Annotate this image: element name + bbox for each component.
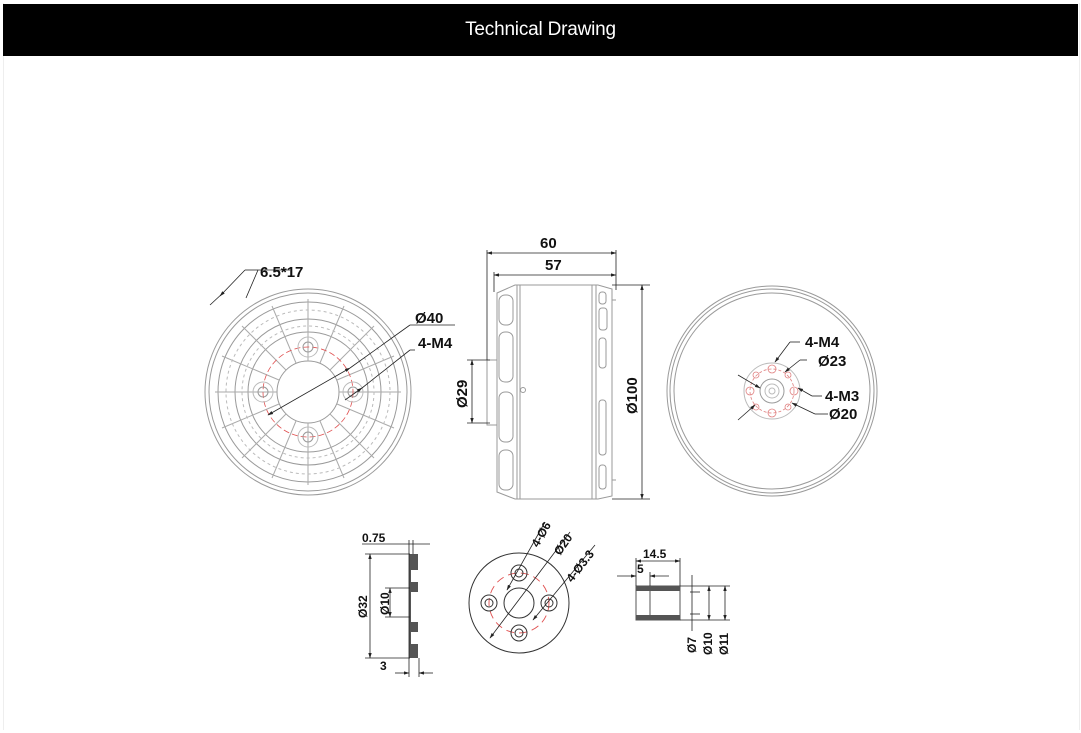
front-view-dimensions <box>209 269 455 416</box>
rear-inner-circle-label: Ø20 <box>829 406 857 423</box>
spacer <box>635 585 681 621</box>
spacer-outer-diameter-label: Ø11 <box>717 633 731 655</box>
adapter-bolt-circle-label: Ø20 <box>551 531 576 558</box>
side-view-dimensions <box>467 250 650 500</box>
adapter-outer-diameter-label: Ø32 <box>356 595 370 618</box>
bolt-circle-label: Ø40 <box>415 310 443 327</box>
rear-outer-circle-label: Ø23 <box>818 353 846 370</box>
body-length-label: 57 <box>545 257 562 274</box>
prop-adapter-front-dimensions <box>489 521 596 639</box>
front-view <box>204 288 412 496</box>
adapter-thickness-label: 3 <box>380 659 387 673</box>
prop-adapter-side <box>408 554 418 658</box>
rear-thread-outer-label: 4-M4 <box>805 334 840 351</box>
rear-thread-inner-label: 4-M3 <box>825 388 859 405</box>
slot-label: 6.5*17 <box>260 264 303 281</box>
adapter-bore-label: Ø10 <box>378 592 392 615</box>
page-frame <box>3 3 1080 730</box>
side-view <box>486 284 616 500</box>
overall-length-label: 60 <box>540 235 557 252</box>
spacer-inner-diameter-label: Ø7 <box>685 637 699 653</box>
adapter-hole-label: 4-Ø3.3 <box>563 547 597 585</box>
shaft-boss-label: Ø29 <box>454 380 471 408</box>
spacer-dimensions <box>617 558 730 631</box>
prop-adapter-front <box>468 552 570 654</box>
diameter-label: Ø100 <box>624 377 641 414</box>
rear-view-dimensions <box>737 341 828 421</box>
spacer-step-label: 5 <box>637 562 644 576</box>
header-bar: Technical Drawing <box>3 4 1078 56</box>
spacer-mid-diameter-label: Ø10 <box>701 632 715 655</box>
thread-label: 4-M4 <box>418 335 453 352</box>
counterbore-label: 4-Ø6 <box>528 519 554 549</box>
spacer-length-label: 14.5 <box>643 547 667 561</box>
chamfer-label: 0.75 <box>362 531 386 545</box>
prop-adapter-side-dimensions <box>362 540 433 677</box>
page-title: Technical Drawing <box>465 19 616 40</box>
